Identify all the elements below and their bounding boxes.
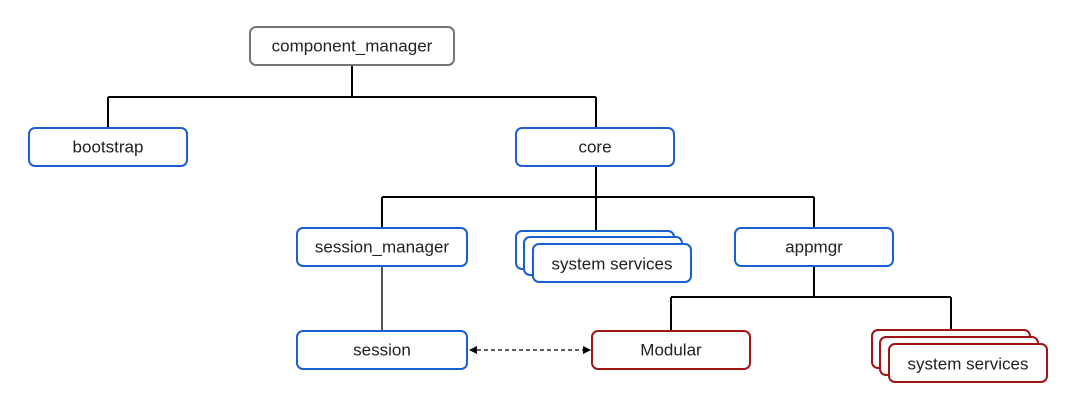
node-appmgr: appmgr: [734, 227, 894, 267]
node-bootstrap: bootstrap: [28, 127, 188, 167]
node-session-box: [296, 330, 468, 370]
node-component-manager-label: component_manager: [272, 37, 433, 56]
node-appmgr-label: appmgr: [785, 238, 843, 257]
node-core-label: core: [578, 138, 611, 157]
node-appmgr-system-services-box: [888, 343, 1048, 383]
node-core-system-services: system services: [515, 230, 692, 283]
node-session-label: session: [353, 341, 411, 360]
node-core-system-services-label: system services: [552, 255, 673, 274]
connectors: [107, 65, 952, 331]
node-component-manager-box: [249, 26, 455, 66]
node-core-system-services-box: [532, 243, 692, 283]
node-appmgr-system-services: system services: [871, 329, 1048, 383]
node-session-manager-label: session_manager: [315, 238, 450, 257]
node-modular-box: [591, 330, 751, 370]
node-modular-label: Modular: [640, 341, 702, 360]
node-component-manager: component_manager: [249, 26, 455, 66]
node-core-box: [515, 127, 675, 167]
node-session-manager: session_manager: [296, 227, 468, 267]
node-appmgr-box: [734, 227, 894, 267]
node-session: session: [296, 330, 468, 370]
node-appmgr-system-services-label: system services: [908, 355, 1029, 374]
node-modular: Modular: [591, 330, 751, 370]
node-bootstrap-label: bootstrap: [73, 138, 144, 157]
node-core: core: [515, 127, 675, 167]
node-session-manager-box: [296, 227, 468, 267]
node-bootstrap-box: [28, 127, 188, 167]
